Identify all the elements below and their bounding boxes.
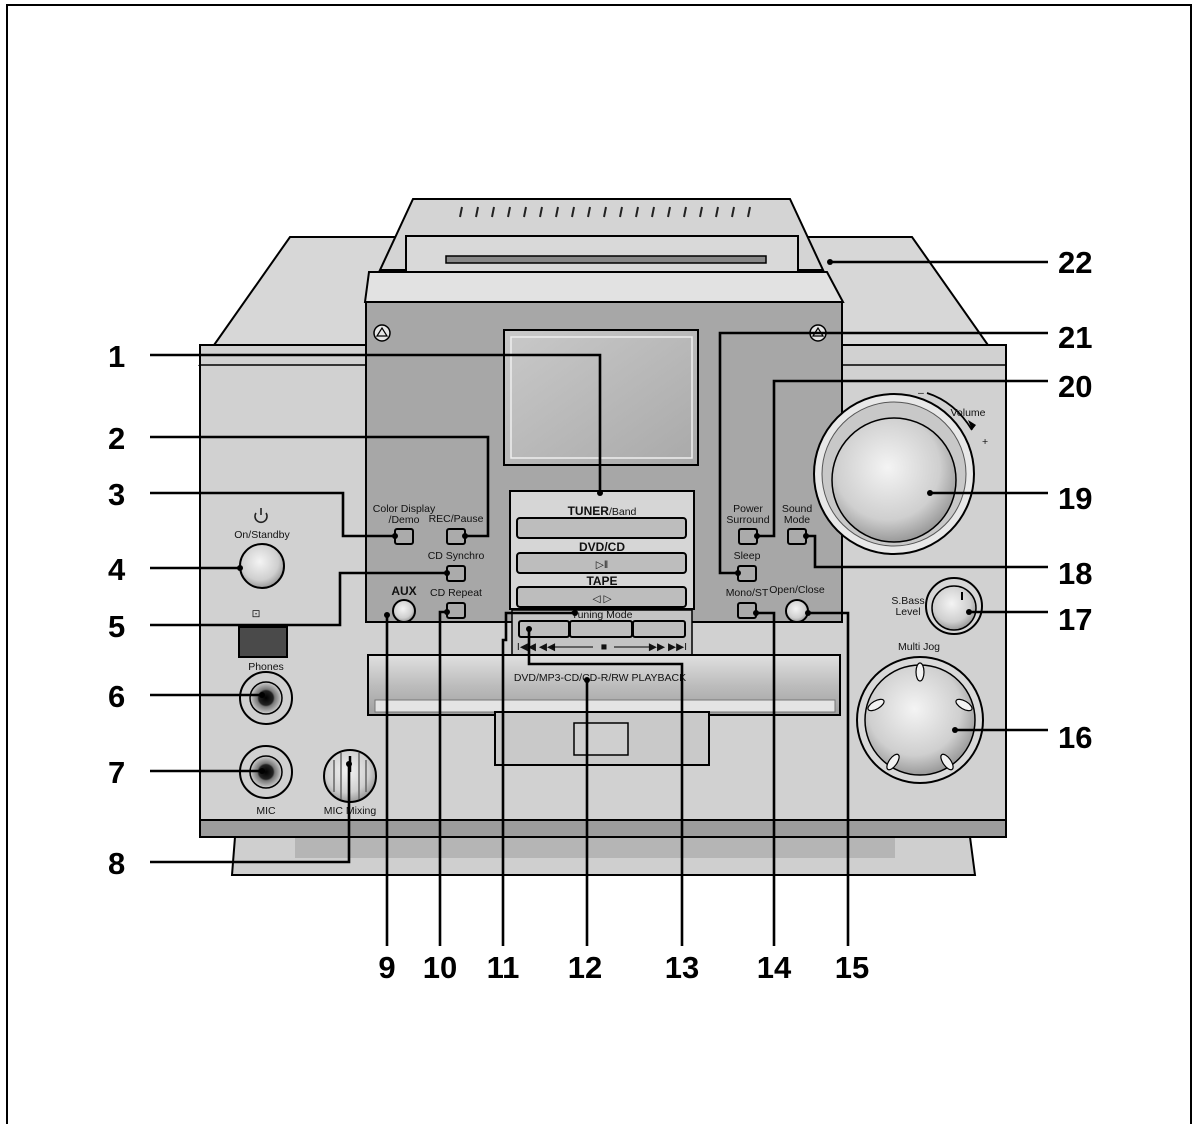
s-bass-label: S.Bass	[891, 595, 924, 607]
callout-18: 18	[1058, 556, 1092, 591]
callout-2: 2	[108, 421, 125, 456]
callout-19: 19	[1058, 481, 1092, 516]
left-button-column: Color Display /Demo REC/Pause CD Synchro…	[373, 503, 485, 623]
phones-label: Phones	[248, 661, 284, 673]
page-frame	[6, 4, 1192, 1124]
playback-banner: DVD/MP3-CD/CD-R/RW PLAYBACK	[514, 672, 686, 684]
sound-mode-label: Sound	[782, 503, 813, 515]
mono-st-label: Mono/ST	[726, 587, 769, 599]
callout-7: 7	[108, 755, 125, 790]
multi-jog-label: Multi Jog	[898, 641, 940, 653]
play-pause-icon: ▷‖	[596, 559, 608, 571]
callout-14: 14	[757, 950, 792, 985]
stop-icon: ■	[601, 641, 607, 653]
leader-lines	[150, 259, 1048, 946]
fast-forward-icon: ▶▶ ▶▶I	[649, 641, 687, 653]
cd-repeat-button[interactable]	[446, 602, 466, 619]
callout-4: 4	[108, 552, 126, 587]
rewind-icon: I◀◀ ◀◀	[517, 641, 556, 653]
remote-sensor-window	[238, 626, 288, 658]
color-display-label: Color Display	[373, 503, 436, 515]
function-panel: TUNER/Band DVD/CD ▷‖ TAPE ◁ ▷ Tuning Mod…	[514, 504, 687, 684]
on-standby-button[interactable]	[239, 543, 285, 589]
tuner-band-button[interactable]	[516, 517, 687, 539]
mic-label: MIC	[256, 805, 276, 817]
power-surround-label-2: Surround	[726, 514, 769, 526]
mono-st-button[interactable]	[737, 602, 757, 619]
callout-12: 12	[568, 950, 602, 985]
callout-21: 21	[1058, 320, 1092, 355]
callout-1: 1	[108, 339, 125, 374]
callout-20: 20	[1058, 369, 1092, 404]
left-controls: On/Standby ⊡ Phones MIC MIC Mixing	[234, 508, 377, 817]
callout-16: 16	[1058, 720, 1092, 755]
aux-button[interactable]	[392, 599, 416, 623]
aux-label: AUX	[391, 584, 416, 598]
skip-forward-button[interactable]	[632, 620, 686, 638]
callout-13: 13	[665, 950, 699, 985]
remote-sensor-icon: ⊡	[252, 608, 261, 620]
open-close-button[interactable]	[785, 599, 809, 623]
callout-8: 8	[108, 846, 125, 881]
rec-pause-label: REC/Pause	[429, 513, 484, 525]
callout-17: 17	[1058, 602, 1092, 637]
dvd-cd-button[interactable]	[516, 552, 687, 574]
s-bass-level-knob[interactable]	[931, 585, 977, 631]
callout-11: 11	[487, 950, 520, 985]
tuner-label: TUNER	[568, 504, 610, 518]
tape-label: TAPE	[586, 574, 617, 588]
volume-knob[interactable]	[831, 417, 957, 543]
open-close-label: Open/Close	[769, 584, 825, 596]
cd-synchro-label: CD Synchro	[428, 550, 485, 562]
phones-jack[interactable]	[249, 681, 283, 715]
power-surround-label: Power	[733, 503, 763, 515]
tape-button[interactable]	[516, 586, 687, 608]
callout-10: 10	[423, 950, 457, 985]
on-standby-label: On/Standby	[234, 529, 290, 541]
callout-22: 22	[1058, 245, 1092, 280]
callout-5: 5	[108, 609, 125, 644]
volume-plus-label: +	[982, 436, 988, 448]
callout-6: 6	[108, 679, 125, 714]
right-controls: – + Volume S.Bass Level Multi Jog	[813, 387, 988, 784]
cd-repeat-label: CD Repeat	[430, 587, 482, 599]
dvd-cd-label: DVD/CD	[579, 540, 625, 554]
volume-label: Volume	[950, 407, 985, 419]
band-label: /Band	[609, 506, 637, 518]
stop-button[interactable]	[569, 620, 633, 638]
callout-3: 3	[108, 477, 125, 512]
sleep-label: Sleep	[734, 550, 761, 562]
color-display-label-2: /Demo	[389, 514, 420, 526]
volume-minus-label: –	[918, 387, 924, 399]
callout-15: 15	[835, 950, 869, 985]
s-bass-label-2: Level	[895, 606, 920, 618]
callout-9: 9	[378, 950, 395, 985]
callout-numbers: 1 2 3 4 5 6 7 8 9 10 11 12 13 14 15 16 1…	[108, 245, 1092, 985]
sound-mode-label-2: Mode	[784, 514, 810, 526]
tuning-mode-label: Tuning Mode	[572, 609, 633, 621]
svg-text:TUNER/Band: TUNER/Band	[568, 504, 637, 518]
tape-direction-icon: ◁ ▷	[592, 593, 612, 605]
